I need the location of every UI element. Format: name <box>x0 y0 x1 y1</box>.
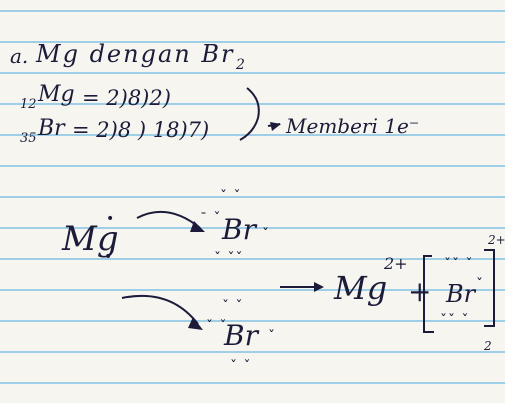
arrow-head-br-top <box>190 221 205 232</box>
product-mg: Mg <box>334 269 388 307</box>
arrow-mg-to-br-top <box>136 211 201 229</box>
br-bottom-electrons-right: ˇ <box>268 329 276 345</box>
anion-electrons-upper: ˇˇ ˇ <box>444 257 474 273</box>
mg-config-symbol: Mg <box>38 82 75 107</box>
br-config-symbol: Br <box>38 116 65 141</box>
right-square-bracket <box>484 249 495 327</box>
arrow-mg-to-br-bottom <box>121 294 199 325</box>
note-memberi: Memberi 1e⁻ <box>286 114 420 138</box>
reactant-mg: Mg <box>62 219 119 259</box>
reactant-mg-electron-top: • <box>106 211 116 227</box>
arrow-head-br-bottom <box>188 317 203 330</box>
reaction-arrow-head <box>314 282 324 292</box>
bromine-top: Br <box>222 213 256 246</box>
br-bottom-electrons-lower: ˇ ˇ <box>230 359 252 375</box>
heading-label: a. <box>10 44 29 68</box>
bracket-brace <box>239 87 260 141</box>
bracket-subscript: 2 <box>484 339 492 353</box>
product-mg-charge: 2+ <box>384 254 408 273</box>
mg-config-shells: = 2)8)2) <box>82 86 171 110</box>
br-bottom-electrons-left: ˇ ˇ <box>206 319 228 335</box>
product-plus: + <box>408 275 432 308</box>
br-bottom-electrons-upper: ˇ ˇ <box>222 299 244 315</box>
br-top-electrons-right: ˇ <box>262 227 270 243</box>
arrow-head-note <box>270 122 281 131</box>
anion-electrons-lower: ˇˇ ˇ <box>440 313 470 329</box>
br-top-electrons-lower: ˇ ˇˇ <box>214 251 244 267</box>
anion-electrons-right: ˇ <box>476 277 484 293</box>
br-config-shells: = 2)8 ) 18)7) <box>72 118 210 142</box>
br-top-electrons-left: ˉ ˇ <box>200 211 222 227</box>
br-atomic-number: 35 <box>20 131 37 146</box>
heading-subscript: 2 <box>236 57 245 73</box>
product-br: Br <box>446 280 476 308</box>
bracket-charge: 2+ <box>488 233 505 247</box>
br-top-electrons-upper: ˇ ˇ <box>220 189 242 205</box>
mg-atomic-number: 12 <box>20 97 37 112</box>
bromine-bottom: Br <box>224 319 258 352</box>
heading-text: Mg dengan Br <box>36 40 235 68</box>
reactant-mg-electron-bottom: • <box>104 249 114 265</box>
left-square-bracket <box>423 255 434 333</box>
